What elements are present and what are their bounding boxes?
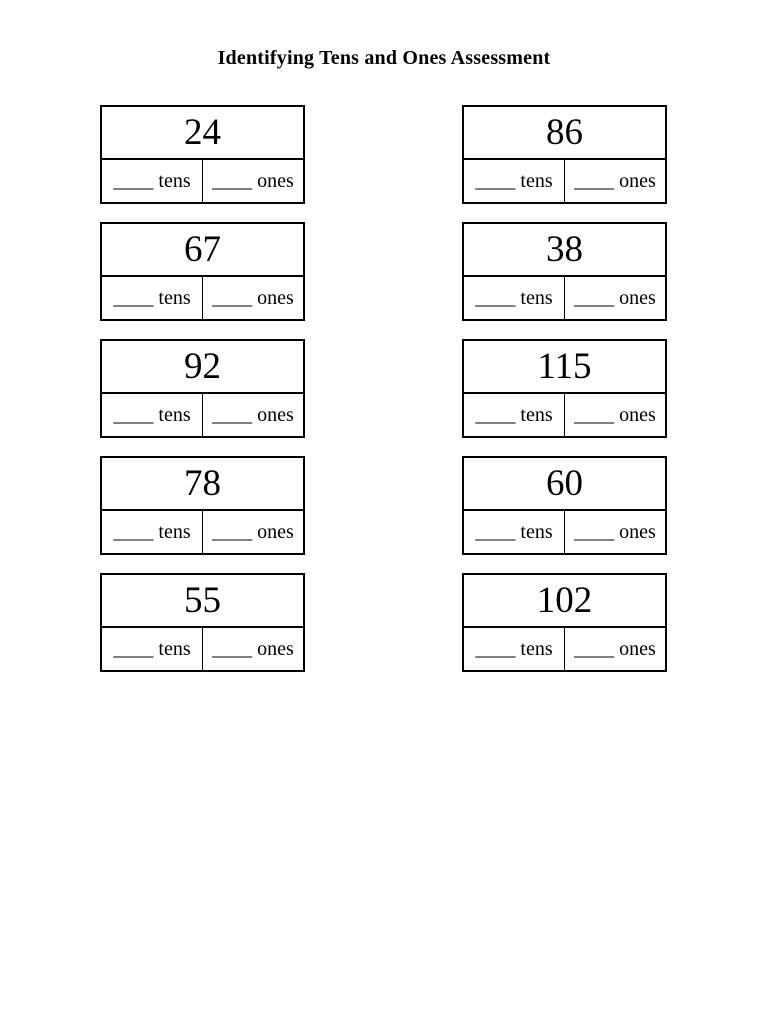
- tens-cell: ____ tens: [464, 628, 565, 670]
- answer-row: ____ tens ____ ones: [464, 394, 665, 436]
- tens-cell: ____ tens: [464, 160, 565, 202]
- ones-blank: ____: [574, 521, 615, 543]
- ones-blank: ____: [574, 404, 615, 426]
- tens-cell: ____ tens: [102, 628, 203, 670]
- ones-cell: ____ ones: [203, 277, 303, 319]
- problem-number: 55: [102, 575, 303, 628]
- tens-cell: ____ tens: [464, 511, 565, 553]
- tens-blank: ____: [113, 638, 154, 660]
- answer-row: ____ tens ____ ones: [102, 628, 303, 670]
- ones-label: ones: [257, 638, 294, 660]
- ones-label: ones: [619, 287, 656, 309]
- problem-card: 92 ____ tens ____ ones: [100, 339, 305, 438]
- problem-number: 78: [102, 458, 303, 511]
- ones-blank: ____: [212, 638, 253, 660]
- tens-cell: ____ tens: [102, 394, 203, 436]
- ones-cell: ____ ones: [565, 277, 665, 319]
- ones-cell: ____ ones: [565, 394, 665, 436]
- tens-cell: ____ tens: [102, 277, 203, 319]
- tens-label: tens: [520, 287, 553, 309]
- tens-label: tens: [158, 404, 191, 426]
- answer-row: ____ tens ____ ones: [102, 160, 303, 202]
- tens-blank: ____: [113, 170, 154, 192]
- problem-card: 38 ____ tens ____ ones: [462, 222, 667, 321]
- ones-cell: ____ ones: [203, 628, 303, 670]
- answer-row: ____ tens ____ ones: [102, 511, 303, 553]
- ones-cell: ____ ones: [203, 511, 303, 553]
- ones-label: ones: [619, 521, 656, 543]
- tens-label: tens: [520, 404, 553, 426]
- tens-cell: ____ tens: [464, 394, 565, 436]
- tens-cell: ____ tens: [464, 277, 565, 319]
- ones-label: ones: [257, 170, 294, 192]
- ones-cell: ____ ones: [565, 511, 665, 553]
- tens-label: tens: [158, 638, 191, 660]
- problem-card: 102 ____ tens ____ ones: [462, 573, 667, 672]
- problem-number: 102: [464, 575, 665, 628]
- answer-row: ____ tens ____ ones: [464, 511, 665, 553]
- ones-blank: ____: [574, 287, 615, 309]
- problem-card: 78 ____ tens ____ ones: [100, 456, 305, 555]
- ones-label: ones: [619, 404, 656, 426]
- ones-label: ones: [257, 287, 294, 309]
- tens-label: tens: [158, 521, 191, 543]
- problem-number: 67: [102, 224, 303, 277]
- tens-blank: ____: [475, 404, 516, 426]
- ones-blank: ____: [212, 170, 253, 192]
- tens-blank: ____: [113, 521, 154, 543]
- problem-number: 24: [102, 107, 303, 160]
- ones-blank: ____: [212, 287, 253, 309]
- problem-card: 86 ____ tens ____ ones: [462, 105, 667, 204]
- tens-blank: ____: [475, 287, 516, 309]
- problem-number: 86: [464, 107, 665, 160]
- problem-number: 115: [464, 341, 665, 394]
- tens-cell: ____ tens: [102, 511, 203, 553]
- ones-blank: ____: [212, 521, 253, 543]
- problem-card: 67 ____ tens ____ ones: [100, 222, 305, 321]
- tens-label: tens: [520, 170, 553, 192]
- ones-label: ones: [257, 404, 294, 426]
- tens-blank: ____: [475, 638, 516, 660]
- ones-blank: ____: [574, 638, 615, 660]
- worksheet-grid: 24 ____ tens ____ ones 86 ____ tens ____…: [100, 105, 667, 672]
- answer-row: ____ tens ____ ones: [102, 277, 303, 319]
- problem-card: 60 ____ tens ____ ones: [462, 456, 667, 555]
- ones-label: ones: [257, 521, 294, 543]
- problem-card: 55 ____ tens ____ ones: [100, 573, 305, 672]
- tens-blank: ____: [475, 170, 516, 192]
- tens-label: tens: [158, 170, 191, 192]
- ones-blank: ____: [212, 404, 253, 426]
- answer-row: ____ tens ____ ones: [102, 394, 303, 436]
- answer-row: ____ tens ____ ones: [464, 160, 665, 202]
- ones-cell: ____ ones: [203, 394, 303, 436]
- tens-blank: ____: [475, 521, 516, 543]
- ones-cell: ____ ones: [565, 160, 665, 202]
- ones-label: ones: [619, 170, 656, 192]
- page-title: Identifying Tens and Ones Assessment: [217, 47, 551, 69]
- problem-card: 24 ____ tens ____ ones: [100, 105, 305, 204]
- tens-label: tens: [520, 638, 553, 660]
- problem-number: 38: [464, 224, 665, 277]
- tens-label: tens: [520, 521, 553, 543]
- tens-blank: ____: [113, 287, 154, 309]
- ones-cell: ____ ones: [203, 160, 303, 202]
- answer-row: ____ tens ____ ones: [464, 277, 665, 319]
- ones-blank: ____: [574, 170, 615, 192]
- ones-label: ones: [619, 638, 656, 660]
- tens-blank: ____: [113, 404, 154, 426]
- problem-number: 60: [464, 458, 665, 511]
- tens-label: tens: [158, 287, 191, 309]
- answer-row: ____ tens ____ ones: [464, 628, 665, 670]
- problem-card: 115 ____ tens ____ ones: [462, 339, 667, 438]
- ones-cell: ____ ones: [565, 628, 665, 670]
- tens-cell: ____ tens: [102, 160, 203, 202]
- problem-number: 92: [102, 341, 303, 394]
